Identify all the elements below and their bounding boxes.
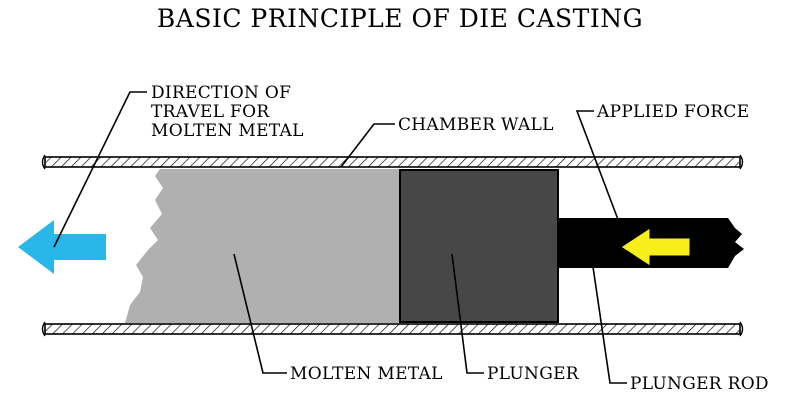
direction-label: DIRECTION OF TRAVEL FOR MOLTEN METAL	[151, 83, 304, 141]
plunger-label: PLUNGER	[487, 364, 580, 384]
direction-label-line-2: TRAVEL FOR	[151, 102, 270, 122]
chamber-wall-top	[41, 154, 744, 170]
chamber-wall-label: CHAMBER WALL	[398, 115, 554, 135]
direction-left-arrow-icon	[18, 220, 106, 274]
direction-label-line-3: MOLTEN METAL	[151, 121, 304, 141]
applied-force-left-arrow-icon	[620, 227, 691, 267]
chamber-wall-bottom	[41, 321, 744, 337]
direction-leader-line	[53, 91, 147, 248]
molten-metal-label: MOLTEN METAL	[290, 364, 443, 384]
plunger-rod-leader-line	[591, 259, 627, 384]
direction-label-line-1: DIRECTION OF	[151, 83, 291, 103]
applied-force-label: APPLIED FORCE	[596, 102, 749, 122]
chamber-wall-leader-line	[340, 123, 395, 168]
molten-metal-leader-line	[233, 253, 287, 374]
molten-metal-region	[125, 169, 400, 323]
plunger-rod-label: PLUNGER ROD	[630, 374, 769, 394]
plunger-leader-line	[451, 253, 484, 374]
plunger-block	[399, 169, 559, 323]
diagram-title: BASIC PRINCIPLE OF DIE CASTING	[157, 4, 643, 33]
applied-force-leader-line	[575, 110, 626, 239]
